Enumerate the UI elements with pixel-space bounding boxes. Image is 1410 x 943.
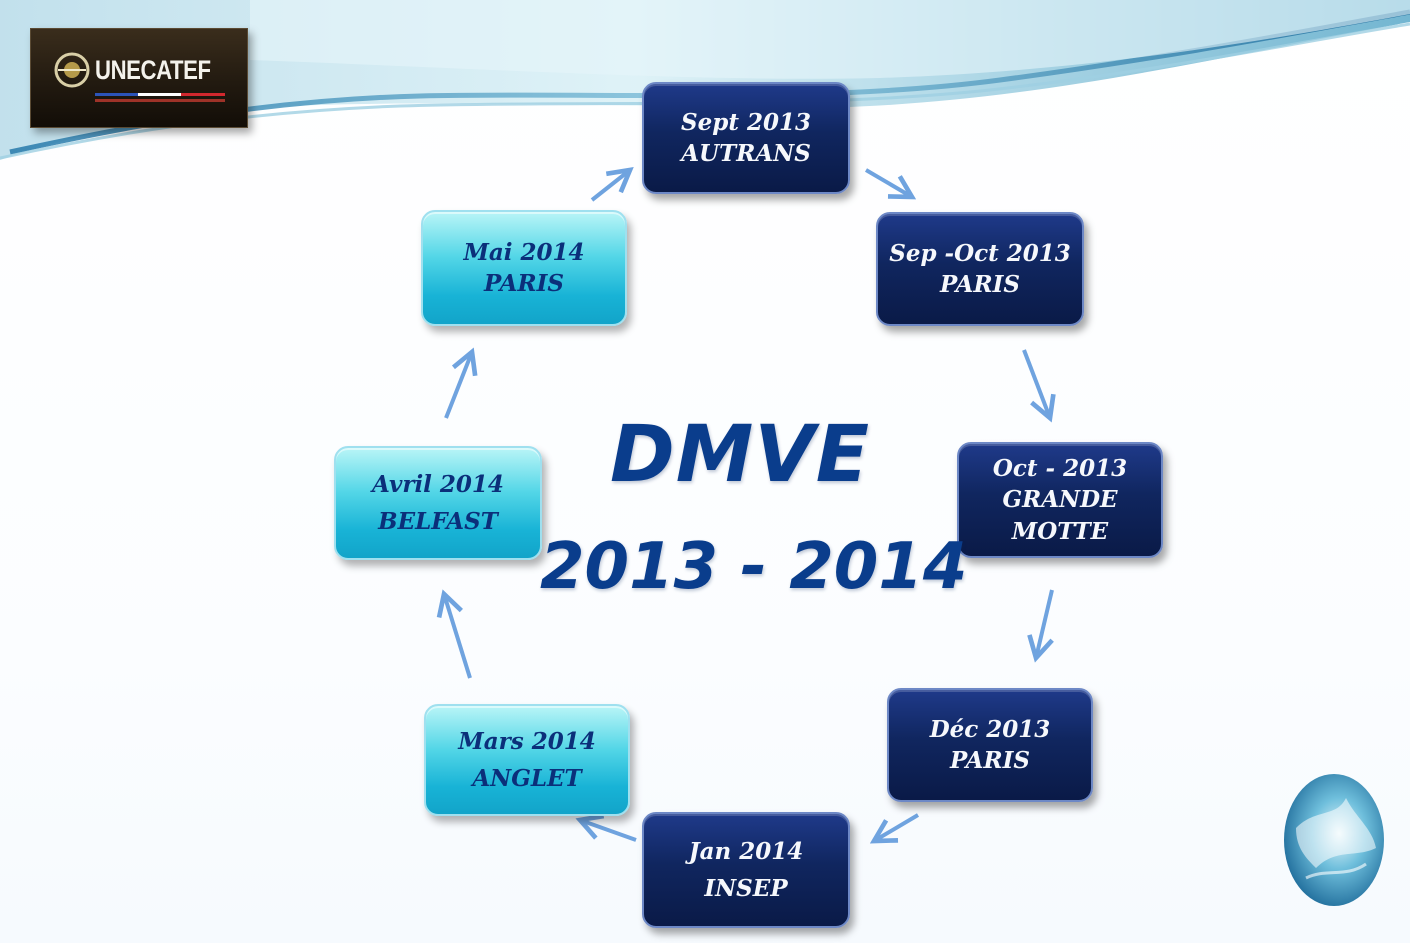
arrow-oct-to-dec bbox=[1036, 589, 1054, 658]
step-date: Avril 2014 bbox=[372, 470, 504, 498]
arrow-sept-to-sepoct bbox=[864, 168, 912, 197]
unecatef-logo: UNECATEF bbox=[30, 28, 248, 128]
step-oct-2013-grande-motte: Oct - 2013 GRANDE MOTTE bbox=[957, 442, 1163, 558]
arrow-dec-to-jan bbox=[874, 813, 920, 841]
step-mai-2014-paris: Mai 2014 PARIS bbox=[421, 210, 627, 326]
step-dec-2013-paris: Déc 2013 PARIS bbox=[887, 688, 1093, 802]
step-location: PARIS bbox=[950, 747, 1030, 774]
logo-emblem-icon bbox=[54, 52, 90, 88]
arrow-mars-to-avril bbox=[444, 594, 472, 679]
step-date: Sept 2013 bbox=[681, 108, 811, 136]
step-location: BELFAST bbox=[378, 508, 498, 535]
step-date: Déc 2013 bbox=[929, 715, 1051, 743]
arrow-sepoct-to-oct bbox=[1022, 349, 1050, 418]
step-location: PARIS bbox=[940, 271, 1020, 298]
step-date: Mai 2014 bbox=[463, 238, 585, 266]
step-location: PARIS bbox=[484, 270, 564, 297]
step-location-2: MOTTE bbox=[1011, 517, 1109, 545]
logo-underline bbox=[95, 99, 225, 108]
step-date: Mars 2014 bbox=[458, 727, 596, 755]
arrow-mai-to-sept bbox=[590, 170, 630, 202]
globe-decoration-icon bbox=[1284, 774, 1384, 906]
step-date: Sep -Oct 2013 bbox=[889, 239, 1071, 267]
diagram-title: DMVE bbox=[609, 410, 870, 500]
arrow-jan-to-mars bbox=[580, 820, 637, 842]
arrow-avril-to-mai bbox=[444, 352, 472, 419]
step-location: INSEP bbox=[704, 875, 788, 902]
step-sept-2013-autrans: Sept 2013 AUTRANS bbox=[642, 82, 850, 194]
logo-tricolor-band bbox=[95, 93, 225, 96]
step-location: ANGLET bbox=[472, 765, 582, 792]
logo-name: UNECATEF bbox=[95, 55, 211, 85]
step-avril-2014-belfast: Avril 2014 BELFAST bbox=[334, 446, 542, 560]
step-sep-oct-2013-paris: Sep -Oct 2013 PARIS bbox=[876, 212, 1084, 326]
step-date: Jan 2014 bbox=[688, 837, 804, 865]
step-mars-2014-anglet: Mars 2014 ANGLET bbox=[424, 704, 630, 816]
step-date: Oct - 2013 bbox=[992, 455, 1128, 483]
step-jan-2014-insep: Jan 2014 INSEP bbox=[642, 812, 850, 928]
step-location: GRANDE bbox=[1002, 486, 1118, 514]
diagram-years: 2013 - 2014 bbox=[540, 530, 968, 604]
step-location: AUTRANS bbox=[681, 140, 811, 167]
